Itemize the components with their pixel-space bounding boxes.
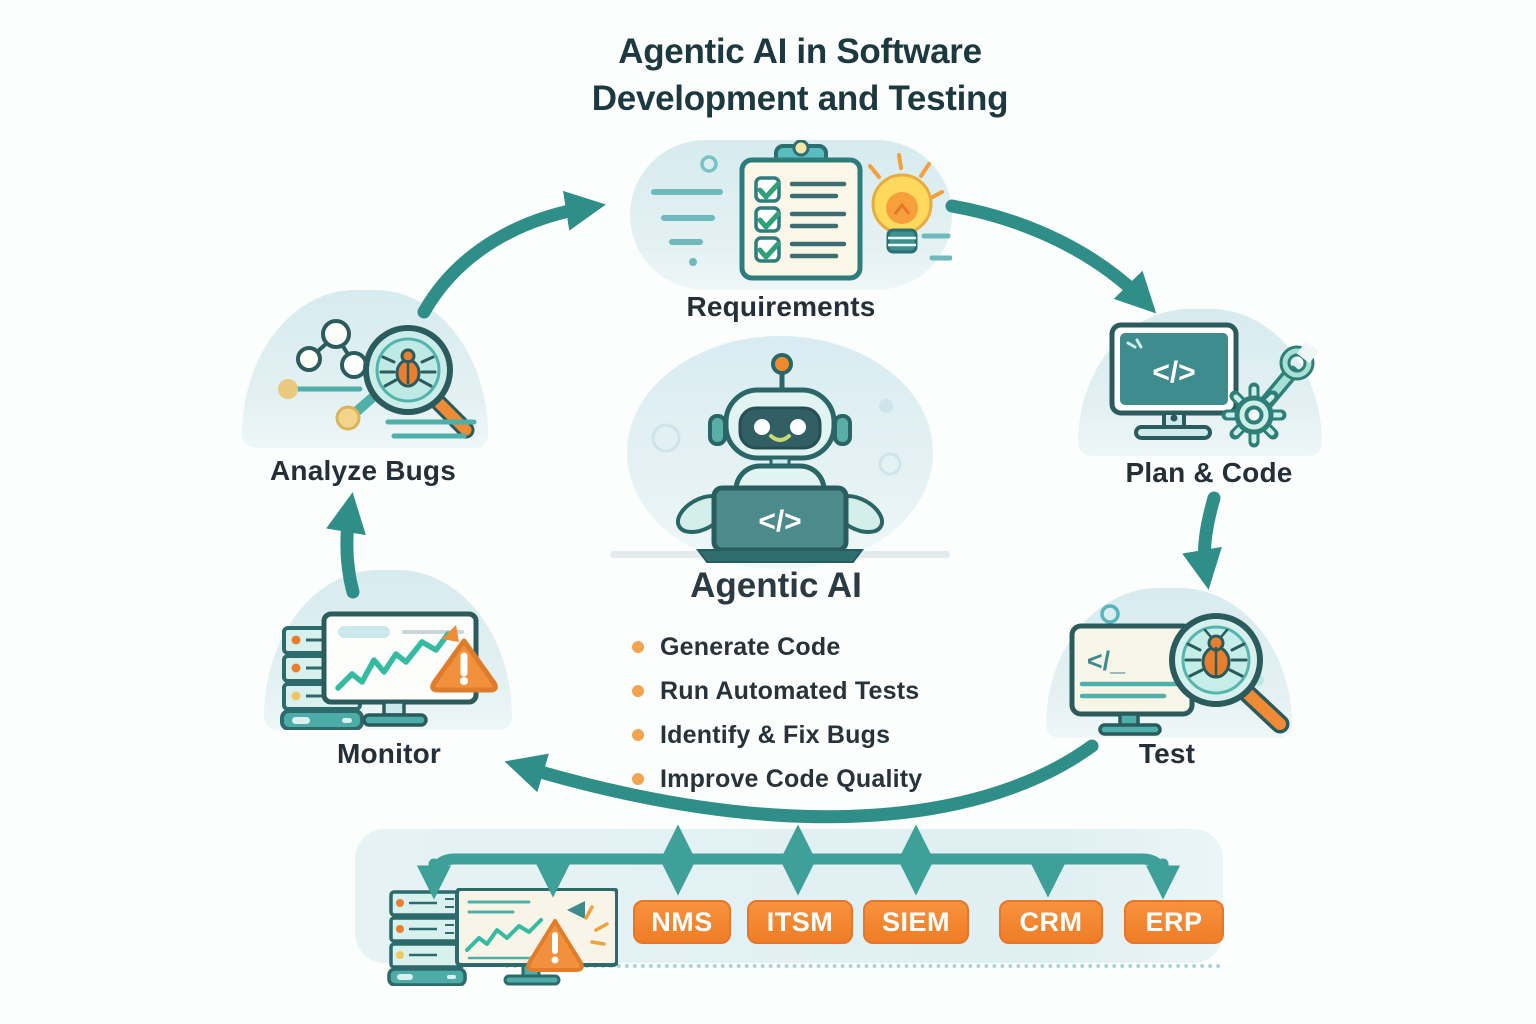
stage-label-requirements: Requirements [686,291,876,322]
system-box-siem: SIEM [863,900,969,944]
gear-icon [1221,382,1287,448]
stage-node-requirements [630,140,952,290]
magnifier-bug-icon [1169,613,1290,734]
infrastructure-alert-icon [387,888,618,986]
bullet-dot-icon [632,729,644,741]
warning-triangle-icon [430,638,498,693]
page-title-line2: Development and Testing [591,79,1009,118]
deco-bubbles [651,399,902,476]
server-monitor-alert-icon [280,611,498,730]
node-graph-magnifier-bug-icon [278,319,477,439]
capability-text: Improve Code Quality [660,764,923,793]
stage-node-monitor [264,570,512,730]
dotted-baseline [505,964,1221,968]
capability-text: Identify & Fix Bugs [660,720,891,749]
list-item: Improve Code Quality [632,757,1012,801]
bullet-dot-icon [632,685,644,697]
capability-text: Run Automated Tests [660,676,920,705]
deco-circle [1100,604,1120,624]
requirements-clipboard-lightbulb-icon [651,140,952,281]
stage-node-test: </_ [1046,588,1292,738]
laptop-icon: </> [696,485,864,563]
system-box-itsm: ITSM [747,900,853,944]
list-item: Identify & Fix Bugs [632,713,1012,757]
robot-laptop-icon: </> [651,353,902,563]
capability-text: Generate Code [660,632,841,661]
monitor-magnifier-bug-icon: </_ [1069,604,1290,736]
dashboard-monitor-icon [455,888,618,986]
lightbulb-icon [868,153,944,254]
stage-label-analyze-bugs: Analyze Bugs [270,455,456,486]
system-box-crm: CRM [999,900,1103,944]
test-monitor-icon: </_ [1069,623,1195,736]
bullet-dot-icon [632,641,644,653]
back-arrow-icon [567,901,585,919]
capability-list: Generate Code Run Automated Tests Identi… [632,625,1012,801]
arrow-requirements-to-plan [945,199,1157,314]
page-title-line1: Agentic AI in Software [618,32,982,71]
monitor-code-gear-wrench-icon: </> [1109,322,1319,448]
stage-node-plan-code: </> [1078,309,1322,456]
node-graph-icon [278,319,368,399]
page-title: Agentic AI in Software Development and T… [450,28,1150,122]
list-item: Run Automated Tests [632,669,1012,713]
stage-node-analyze-bugs [242,290,488,448]
laptop-screen-code-text: </> [758,505,801,538]
speed-lines-icon [385,419,477,439]
stage-label-monitor: Monitor [336,738,442,769]
code-monitor-icon: </> [1109,322,1239,440]
list-item: Generate Code [632,625,1012,669]
system-box-erp: ERP [1124,900,1224,944]
bullet-dot-icon [632,773,644,785]
plan-screen-code-text: </> [1152,356,1195,389]
test-screen-code-text: </_ [1087,646,1126,676]
center-label-agentic-ai: Agentic AI [690,566,862,605]
clipboard-icon [739,140,863,281]
server-rack-icon [387,890,467,986]
warning-triangle-icon [526,905,609,972]
arrow-plan-to-test [1182,491,1222,590]
system-box-nms: NMS [633,900,731,944]
magnifier-bug-icon [335,325,475,439]
stage-label-test: Test [1138,738,1196,769]
stage-label-plan-code: Plan & Code [1125,457,1293,488]
